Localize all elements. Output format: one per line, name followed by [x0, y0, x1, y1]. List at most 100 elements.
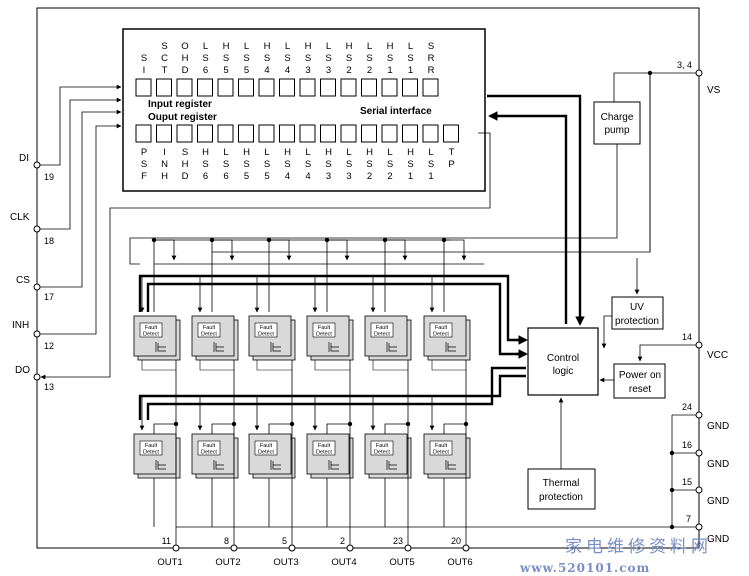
fault-detect-line1: Fault: [318, 443, 331, 449]
input-bit-letter: L: [203, 41, 208, 52]
output-register-cell: [402, 124, 418, 143]
thermal-protection-line2: protection: [539, 492, 583, 503]
pin-cs-label: CS: [16, 275, 30, 286]
fault-detect-line2: Detect: [374, 332, 390, 338]
output-bit-letter: S: [182, 147, 188, 158]
pin-gnd24-number: 24: [682, 402, 692, 412]
output-bit-letter: S: [243, 159, 249, 170]
input-register-cell: [217, 78, 234, 97]
output-bit-letter: L: [346, 147, 351, 158]
output-register-cell: [238, 124, 254, 143]
output-bit-letter: 4: [305, 171, 310, 182]
fault-detect-line1: Fault: [260, 443, 273, 449]
input-register-cell: [238, 78, 254, 97]
pin-clk-number: 18: [44, 236, 54, 246]
output-bit-letter: L: [223, 147, 228, 158]
output-bit-letter: S: [264, 159, 270, 170]
input-bit-letter: H: [346, 41, 353, 52]
pin-clk-terminal: [33, 225, 41, 233]
input-bit-letter: 5: [223, 65, 228, 76]
thermal-protection-line1: Thermal: [543, 478, 580, 489]
output-register-cell: [422, 124, 439, 143]
output-bit-letter: L: [428, 147, 433, 158]
input-register-cell: [176, 78, 193, 97]
vcc-wire: [637, 344, 696, 362]
fault-detect-line1: Fault: [145, 325, 158, 331]
left-pin-wires: [40, 84, 491, 380]
fault-detect-line1: Fault: [260, 325, 273, 331]
output-pin-terminal: [288, 544, 296, 552]
pin-gnd7-label: GND: [707, 534, 729, 545]
input-register-cell: [361, 78, 377, 97]
output-bit-letter: 4: [285, 171, 290, 182]
output-pin-number: 2: [340, 536, 345, 546]
output-register-cell: [443, 124, 459, 143]
fault-detect-box: [197, 322, 221, 338]
output-bit-letter: S: [202, 159, 208, 170]
pin-vs-number: 3, 4: [677, 60, 692, 70]
output-bit-letter: S: [284, 159, 290, 170]
pin-gnd15-terminal: [695, 486, 703, 494]
node-wire: [326, 423, 350, 434]
output-bit-letter: P: [448, 159, 454, 170]
input-bit-letter: S: [202, 53, 208, 64]
pin-do-number: 13: [44, 382, 54, 392]
output-bit-letter: P: [141, 147, 147, 158]
input-bit-letter: I: [143, 65, 146, 76]
pin-di-label: DI: [19, 153, 29, 164]
output-bit-letter: 6: [223, 171, 228, 182]
output-bit-letter: H: [161, 171, 168, 182]
input-bit-letter: O: [181, 41, 188, 52]
output-pin-number: 5: [282, 536, 287, 546]
output-bit-letter: 2: [387, 171, 392, 182]
node-wire: [314, 360, 350, 371]
output-bit-letter: H: [182, 159, 189, 170]
output-bit-letter: N: [161, 159, 168, 170]
pin-vcc-label: VCC: [707, 350, 728, 361]
output-pin-terminal: [346, 544, 354, 552]
pin-inh-terminal: [33, 330, 41, 338]
mosfet-symbol: [155, 460, 166, 470]
mosfet-symbol: [328, 460, 339, 470]
charge-pump-wire: [129, 144, 618, 265]
pin-gnd15-label: GND: [707, 496, 729, 507]
output-pin-label: OUT2: [215, 557, 240, 568]
input-bit-letter: 4: [285, 65, 290, 76]
fault-detect-box: [429, 322, 453, 338]
mosfet-symbol: [445, 460, 456, 470]
fault-detect-line2: Detect: [374, 450, 390, 456]
output-pin-label: OUT3: [273, 557, 298, 568]
input-bit-letter: L: [408, 41, 413, 52]
output-bit-letter: S: [141, 159, 147, 170]
mosfet-symbol: [445, 342, 456, 352]
output-bit-letter: 2: [367, 171, 372, 182]
output-register-cell: [217, 124, 234, 143]
left-pins: DI 19 CLK 18 CS 17 INH 12 DO 13: [10, 153, 54, 392]
junction-dot: [647, 70, 653, 76]
charge-pump-box: [593, 101, 641, 145]
pin-vs-label: VS: [707, 85, 721, 96]
mosfet-symbol: [155, 342, 166, 352]
output-register-cell: [361, 124, 377, 143]
output-pin-number: 8: [224, 536, 229, 546]
output-pin-number: 23: [393, 536, 403, 546]
input-bit-letter: S: [407, 53, 413, 64]
data-buses: [138, 94, 585, 420]
fault-detect-box: [370, 440, 394, 456]
input-bit-letter: S: [305, 53, 311, 64]
output-register-cell: [197, 124, 213, 143]
output-pin-terminal: [462, 544, 470, 552]
mosfet-symbol: [213, 460, 224, 470]
pin-cs-terminal: [33, 283, 41, 291]
output-pin-number: 20: [451, 536, 461, 546]
output-bit-letter: H: [284, 147, 291, 158]
output-register-cell: [135, 124, 152, 143]
fault-detect-box: [312, 440, 336, 456]
fault-detect-line1: Fault: [203, 443, 216, 449]
mosfet-symbol: [328, 342, 339, 352]
output-bit-letter: H: [243, 147, 250, 158]
serial-interface-label: Serial interface: [360, 106, 432, 117]
pin-di-terminal: [33, 161, 41, 169]
chip-outline: [36, 7, 700, 549]
output-pin-label: OUT4: [331, 557, 356, 568]
